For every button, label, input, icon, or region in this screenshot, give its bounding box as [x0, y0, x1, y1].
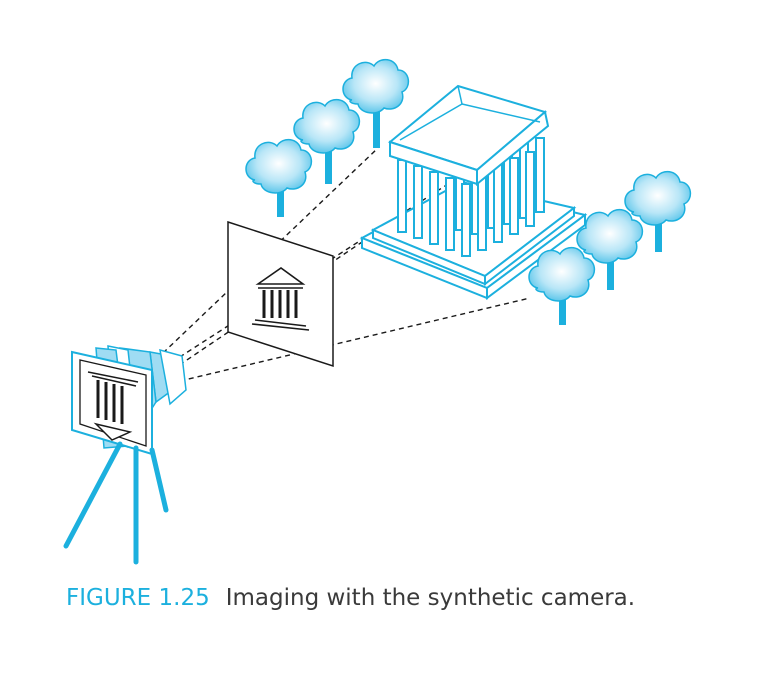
tree-icon — [245, 138, 313, 217]
image-plane-icon — [227, 220, 334, 368]
figure-caption: FIGURE 1.25 Imaging with the synthetic ca… — [66, 585, 635, 611]
tree-icon — [293, 98, 361, 184]
temple-icon — [359, 84, 588, 300]
figure-label: FIGURE 1.25 — [66, 585, 210, 611]
projected-temple — [251, 267, 310, 331]
tree-icon — [528, 246, 596, 325]
camera-icon — [63, 345, 187, 565]
caption-text: Imaging with the synthetic camera. — [225, 585, 636, 611]
tree-icon — [342, 58, 410, 148]
tree-icon — [576, 208, 644, 290]
tree-icon — [624, 170, 692, 252]
